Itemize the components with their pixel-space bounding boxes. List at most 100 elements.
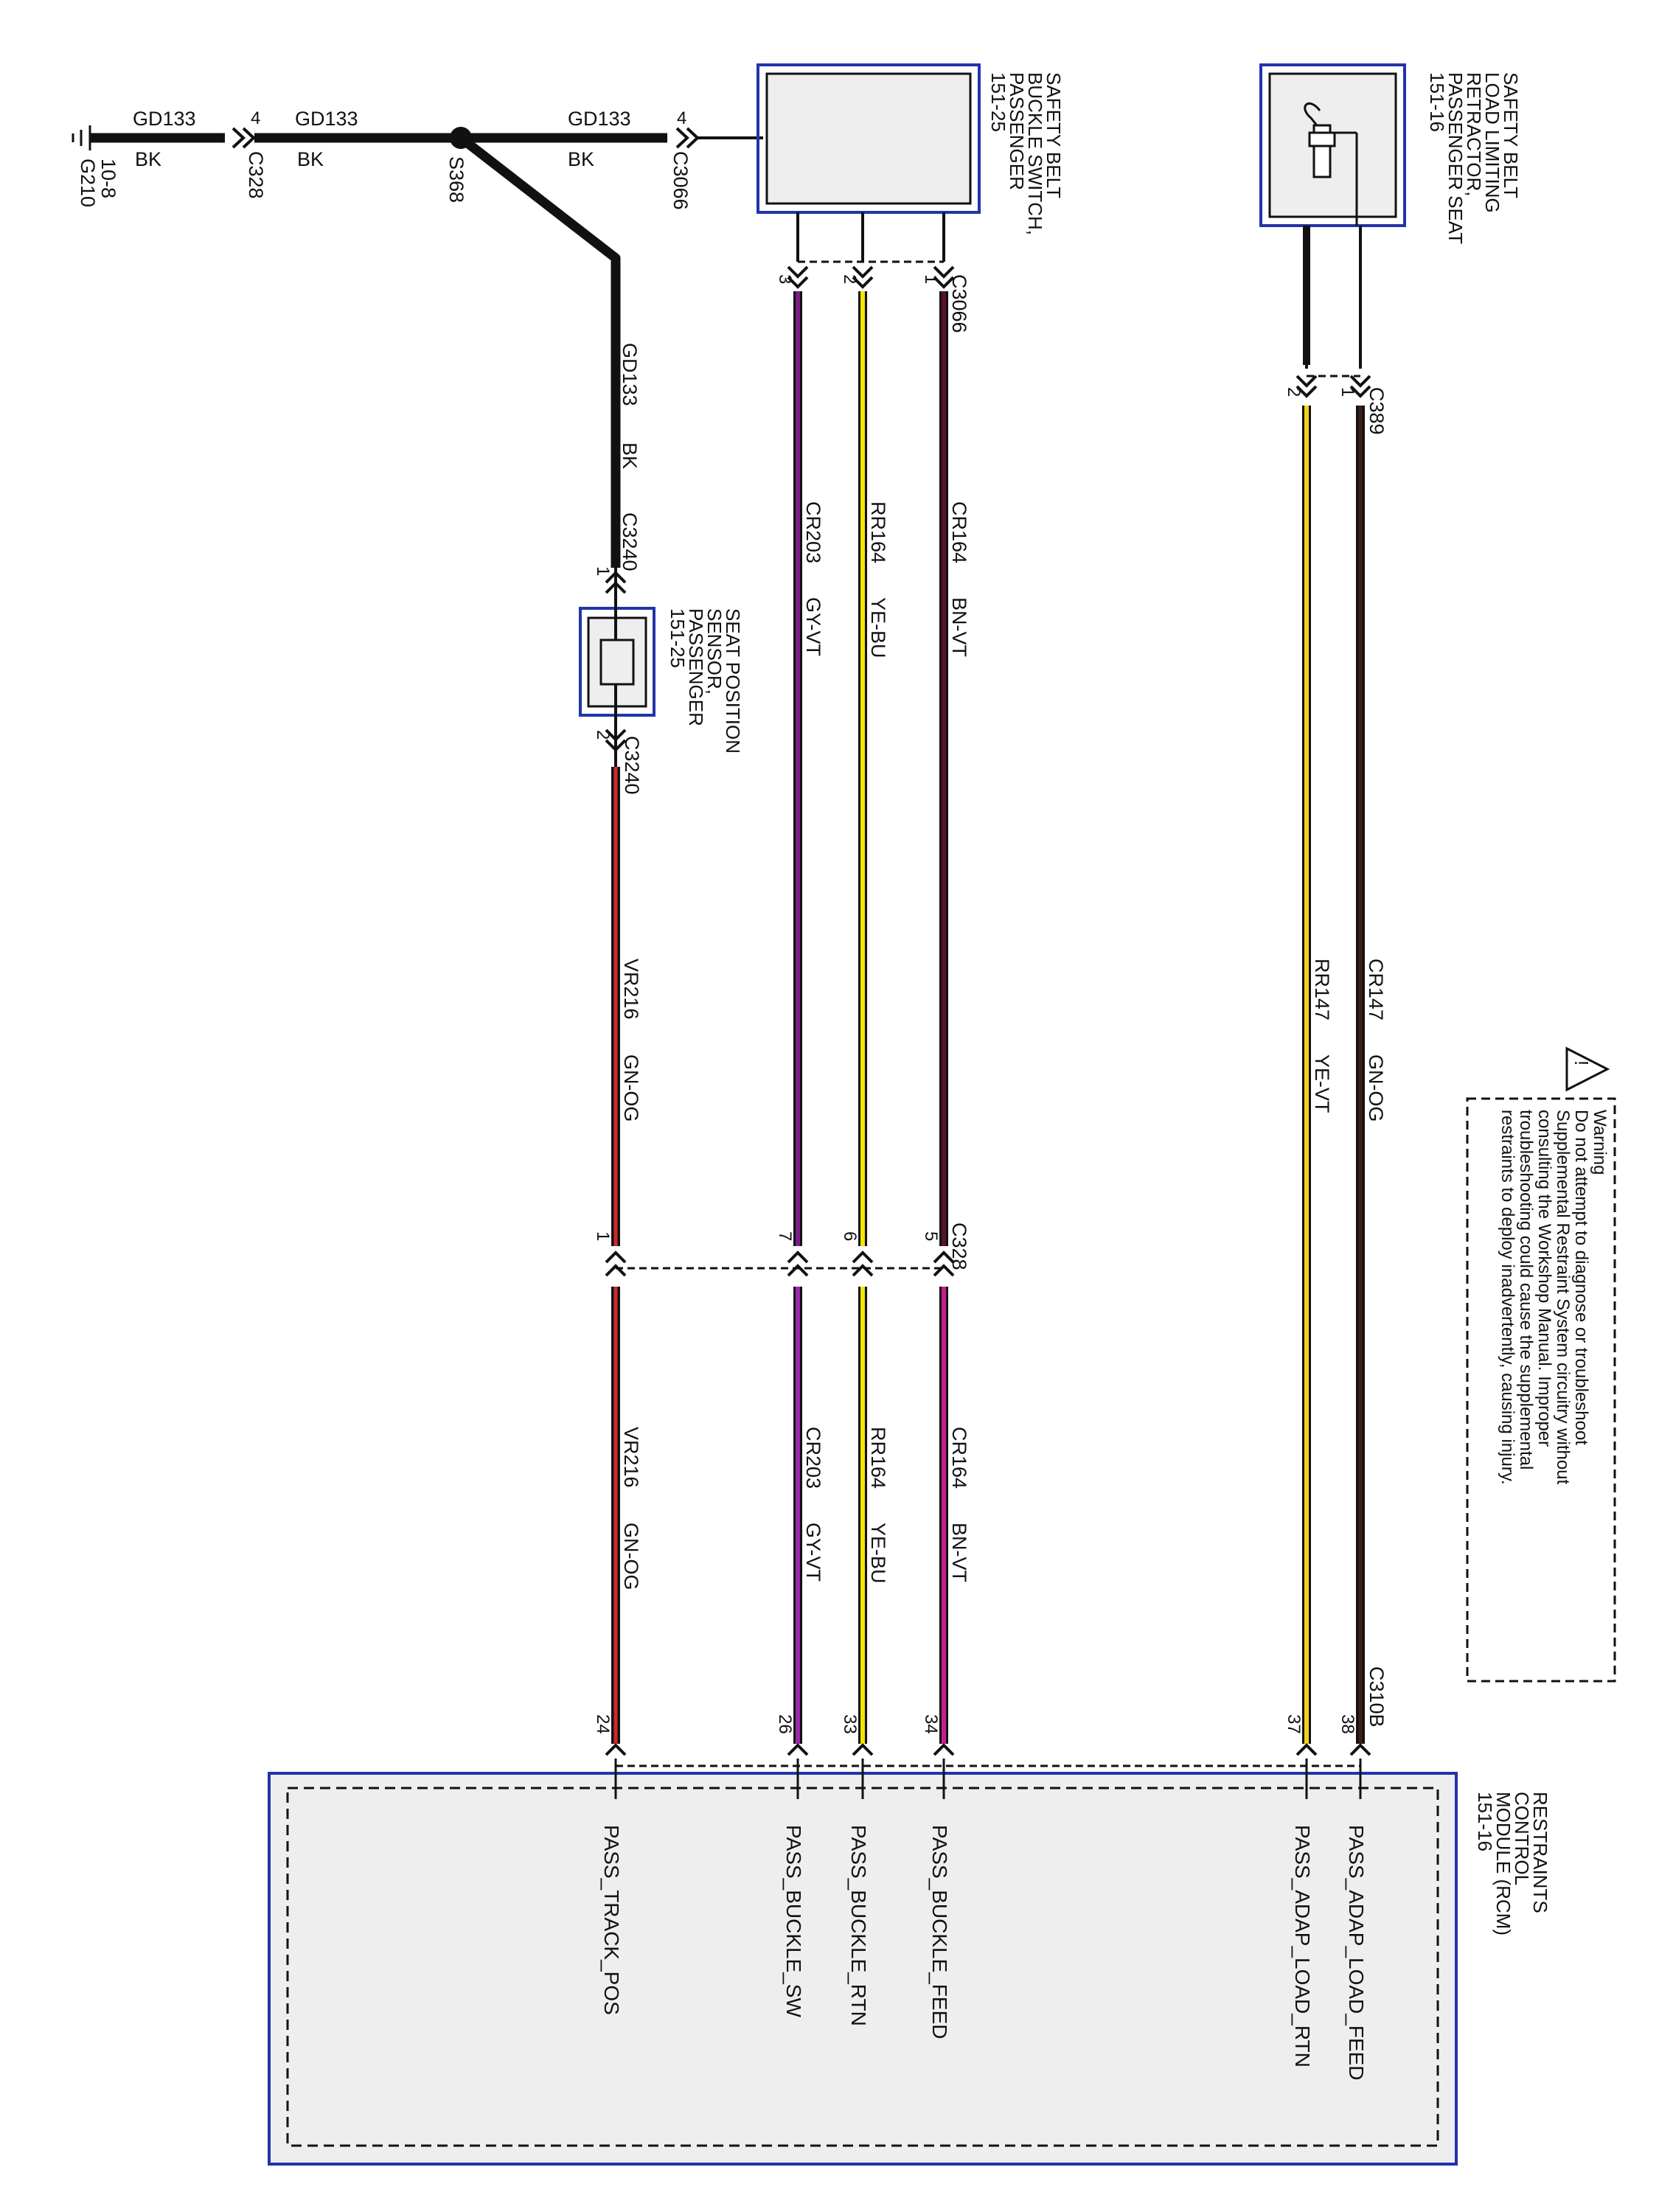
connector-dash-lines xyxy=(616,260,1360,1767)
wire-labels: CR164 BN-VT RR164 YE-BU CR203 GY-VT VR21… xyxy=(620,501,1387,1590)
wire-vr216-upper-circuit: VR216 xyxy=(620,959,642,1020)
c310b-pin-37: 37 xyxy=(1284,1714,1304,1734)
retractor-icon xyxy=(1304,102,1358,226)
wire-rr164-upper-circuit: RR164 xyxy=(867,501,889,563)
wire-vr216-lower-circuit: VR216 xyxy=(620,1427,642,1488)
c328-ground-pin: 4 xyxy=(251,108,260,128)
seat-sensor-title-4: 151-25 xyxy=(667,608,689,668)
c3066-pin-3: 3 xyxy=(775,274,795,284)
retractor-title-2: LOAD LIMITING xyxy=(1481,72,1503,213)
ground-wire-3-color: BK xyxy=(568,148,594,170)
wire-vr216-upper-color: GN-OG xyxy=(620,1054,642,1122)
rcm-outline xyxy=(268,1772,1458,2166)
splice-s368-dot xyxy=(450,127,472,149)
wire-rr164-upper-color: YE-BU xyxy=(867,597,889,658)
signal-pass-adap-load-feed: PASS_ADAP_LOAD_FEED xyxy=(1345,1825,1368,2081)
connector-c3240-bottom-label: C3240 xyxy=(621,736,643,795)
ground-wire-branch-color: BK xyxy=(619,442,641,469)
c3066-pin-2: 2 xyxy=(840,274,860,284)
ground-icon xyxy=(72,125,91,150)
warning-line-6: restraints to deploy inadvertently, caus… xyxy=(1498,1110,1517,1485)
rcm-title-1: RESTRAINTS xyxy=(1529,1792,1551,1913)
c3240-pin-2: 2 xyxy=(593,730,613,740)
buckle-switch-title-3: PASSENGER xyxy=(1006,72,1028,190)
wire-rr147-color: YE-VT xyxy=(1311,1054,1333,1113)
wire-cr203-lower-circuit: CR203 xyxy=(802,1427,824,1489)
signal-pass-track-pos: PASS_TRACK_POS xyxy=(600,1825,623,2015)
seat-sensor-element xyxy=(599,639,635,686)
wire-cr164-lower-color: BN-VT xyxy=(948,1523,970,1582)
seat-sensor-title-1: SEAT POSITION xyxy=(722,608,744,754)
retractor-component: SAFETY BELT LOAD LIMITING RETRACTOR, PAS… xyxy=(1259,63,1522,369)
c328-pin-6: 6 xyxy=(840,1231,860,1241)
ground-ref-page: 10-8 xyxy=(97,159,119,198)
c310b-pin-26: 26 xyxy=(775,1714,795,1734)
warning-triangle-icon: ! xyxy=(1565,1046,1610,1092)
signal-pass-buckle-feed: PASS_BUCKLE_FEED xyxy=(928,1825,951,2039)
c310b-pin-34: 34 xyxy=(921,1714,941,1734)
connector-c3066-ground-icon xyxy=(675,127,700,149)
svg-text:!: ! xyxy=(1571,1060,1593,1065)
c389-pin-1: 1 xyxy=(1338,387,1357,397)
buckle-switch-body xyxy=(765,72,972,205)
buckle-switch-outline xyxy=(757,63,981,214)
retractor-title-3: RETRACTOR, xyxy=(1463,72,1485,197)
connector-labels: C3066 1 2 3 C389 1 2 1 2 C3240 C328 5 6 … xyxy=(593,274,1388,1734)
ground-wire-3-circuit: GD133 xyxy=(568,108,631,130)
connector-c328-ground-label: C328 xyxy=(245,151,267,199)
ground-circuit: G210 10-8 GD133 BK 4 C328 GD133 BK S368 … xyxy=(72,108,763,571)
c328-pin-1: 1 xyxy=(593,1231,613,1241)
c310b-pin-38: 38 xyxy=(1338,1714,1357,1734)
warning-line-1: Warning xyxy=(1590,1110,1610,1175)
ground-wire-1-color: BK xyxy=(135,148,161,170)
connector-chevrons xyxy=(605,265,1371,1756)
warning-line-4: consulting the Workshop Manual. Improper xyxy=(1534,1110,1554,1447)
connector-c389-label: C389 xyxy=(1366,387,1388,435)
seat-sensor-title-3: PASSENGER xyxy=(685,608,707,726)
warning-line-5: troubleshooting could cause the suppleme… xyxy=(1516,1110,1536,1470)
warning-box: ! Warning Do not attempt to diagnose or … xyxy=(1466,1046,1616,1683)
wire-cr164-upper-color: BN-VT xyxy=(948,597,970,657)
retractor-outline xyxy=(1259,63,1406,227)
wire-cr147-circuit: CR147 xyxy=(1365,959,1387,1020)
c3066-pin-1: 1 xyxy=(921,274,941,284)
wire-rr147-circuit: RR147 xyxy=(1311,959,1333,1020)
warning-line-3: Supplemental Restraint System circuitry … xyxy=(1553,1110,1573,1485)
warning-frame xyxy=(1466,1097,1616,1683)
rcm-title-4: 151-16 xyxy=(1474,1792,1496,1851)
wire-cr164-upper-circuit: CR164 xyxy=(948,501,970,563)
colored-wires xyxy=(611,291,1365,1744)
ground-wire-1-circuit: GD133 xyxy=(133,108,196,130)
connector-c310b-label: C310B xyxy=(1366,1666,1388,1728)
rcm-title-2: CONTROL xyxy=(1511,1792,1533,1885)
ground-wire-branch xyxy=(458,133,621,568)
c310b-pin-33: 33 xyxy=(840,1714,860,1734)
wire-vr216-lower-color: GN-OG xyxy=(620,1523,642,1590)
signal-pass-buckle-rtn: PASS_BUCKLE_RTN xyxy=(847,1825,870,2026)
seat-sensor-component: SEAT POSITION SENSOR, PASSENGER 151-25 xyxy=(579,568,744,767)
connector-c328-label: C328 xyxy=(948,1222,970,1270)
c328-pin-5: 5 xyxy=(921,1231,941,1241)
seat-sensor-title-2: SENSOR, xyxy=(703,608,726,695)
c3240-pin-1: 1 xyxy=(593,566,613,576)
retractor-pins xyxy=(1305,226,1362,369)
buckle-switch-pins xyxy=(796,212,945,262)
wire-rr164-lower-color: YE-BU xyxy=(867,1523,889,1584)
ground-wire-branch-circuit: GD133 xyxy=(619,343,641,406)
connector-c3240-top-label: C3240 xyxy=(619,512,641,571)
rcm-module: RESTRAINTS CONTROL MODULE (RCM) 151-16 P… xyxy=(268,1759,1551,2166)
wire-cr203-upper-color: GY-VT xyxy=(802,597,824,656)
buckle-switch-title-2: BUCKLE SWITCH, xyxy=(1024,72,1046,235)
connector-c328-ground-icon xyxy=(232,127,256,149)
wire-cr164-lower-circuit: CR164 xyxy=(948,1427,970,1489)
c3066-ground-pin: 4 xyxy=(677,108,686,128)
retractor-title-1: SAFETY BELT xyxy=(1500,72,1522,198)
connector-c3066-label: C3066 xyxy=(948,274,970,333)
warning-line-2: Do not attempt to diagnose or troublesho… xyxy=(1571,1110,1591,1445)
c389-pin-2: 2 xyxy=(1284,387,1304,397)
wire-rr164-lower-circuit: RR164 xyxy=(867,1427,889,1489)
signal-pass-adap-load-rtn: PASS_ADAP_LOAD_RTN xyxy=(1291,1825,1314,2067)
rcm-title-3: MODULE (RCM) xyxy=(1492,1792,1514,1935)
retractor-title-5: 151-16 xyxy=(1426,72,1448,132)
